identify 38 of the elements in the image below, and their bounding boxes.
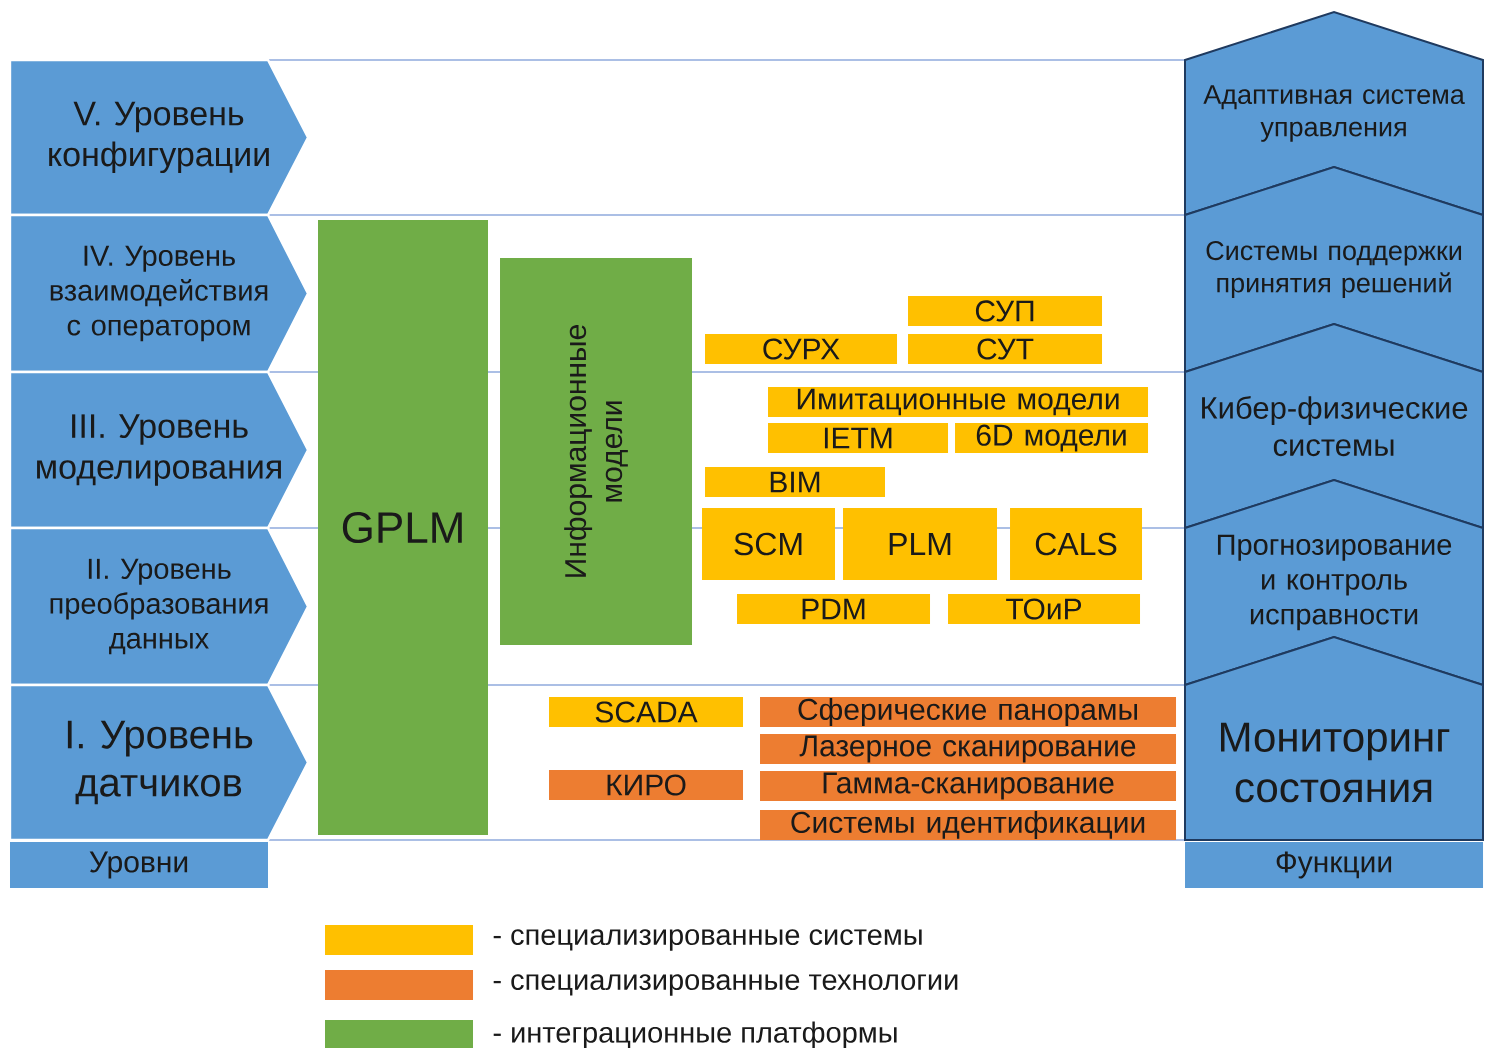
- node-label: Кибер-физические системы: [1202, 395, 1468, 457]
- level-band: V. Уровень конфигурации: [8, 58, 310, 217]
- platform-box: GPLM: [318, 220, 488, 835]
- system-box: СУРХ: [705, 334, 897, 364]
- function-arrow-block: Системы поддержки принятия решений: [1184, 165, 1484, 374]
- system-box: 6D модели: [955, 423, 1148, 453]
- technology-box: КИРО: [549, 770, 743, 800]
- function-arrow-block: Прогнозирование и контроль исправности: [1184, 478, 1484, 687]
- node-label: Адаптивная система управления: [1203, 85, 1465, 142]
- level-band: IV. Уровень взаимодействия с оператором: [8, 213, 310, 374]
- node-label: Системы поддержки принятия решений: [1206, 241, 1462, 298]
- column-header: Уровни: [10, 842, 268, 888]
- system-box: SCADA: [549, 697, 743, 727]
- system-box: СУП: [908, 296, 1102, 326]
- legend-label: - специализированные системы: [493, 929, 922, 951]
- node-label: Прогнозирование и контроль исправности: [1217, 534, 1452, 631]
- technology-box: Лазерное сканирование: [760, 734, 1176, 764]
- column-header: Функции: [1185, 842, 1483, 888]
- platform-box: Информационные модели: [500, 258, 692, 645]
- system-box: CALS: [1010, 508, 1142, 580]
- system-box: PDM: [737, 594, 930, 624]
- system-box: PLM: [843, 508, 997, 580]
- function-arrow-block: Адаптивная система управления: [1184, 10, 1484, 217]
- level-band: II. Уровень преобразования данных: [8, 526, 310, 687]
- system-box: Имитационные модели: [768, 387, 1148, 417]
- level-band: III. Уровень моделирования: [8, 370, 310, 530]
- system-box: BIM: [705, 467, 885, 497]
- legend-label: - интеграционные платформы: [493, 1021, 897, 1048]
- system-box: IETM: [768, 423, 948, 453]
- system-box: ТОиР: [948, 594, 1140, 624]
- legend-label: - специализированные технологии: [493, 974, 958, 996]
- technology-box: Системы идентификации: [760, 810, 1176, 840]
- technology-box: Гамма-сканирование: [760, 771, 1176, 801]
- function-arrow-block: Кибер-физические системы: [1184, 322, 1484, 530]
- system-box: SCM: [702, 508, 835, 580]
- system-box: СУТ: [908, 334, 1102, 364]
- node-label: Мониторинг состояния: [1221, 722, 1450, 803]
- technology-box: Сферические панорамы: [760, 697, 1176, 727]
